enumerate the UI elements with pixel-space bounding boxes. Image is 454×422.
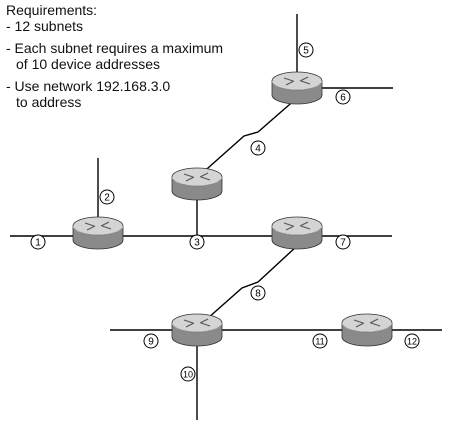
svg-text:1: 1 (35, 238, 41, 249)
link-subnet-4-serial (198, 97, 298, 177)
svg-text:3: 3 (194, 238, 200, 249)
svg-text:4: 4 (255, 144, 261, 155)
requirement-max-addresses: - Each subnet requires a maximum (6, 40, 224, 56)
router-right (271, 216, 323, 250)
link-subnet-8-serial (198, 245, 298, 327)
svg-text:2: 2 (104, 193, 110, 204)
svg-text:12: 12 (407, 337, 417, 347)
router-top (271, 71, 323, 105)
subnet-label-10: 10 (180, 366, 196, 382)
router-bottom-right (341, 313, 393, 347)
svg-text:9: 9 (148, 337, 154, 348)
subnet-labels: 1 2 3 4 5 6 7 (30, 42, 420, 382)
requirement-network: - Use network 192.168.3.0 (6, 78, 171, 94)
subnet-label-4: 4 (250, 140, 266, 156)
subnet-label-3: 3 (189, 234, 205, 250)
network-links (10, 14, 442, 420)
subnet-label-7: 7 (335, 234, 351, 250)
subnet-label-9: 9 (143, 333, 159, 349)
requirements-panel: Requirements: - 12 subnets - Each subnet… (6, 2, 223, 110)
requirement-max-addresses-cont: of 10 device addresses (16, 56, 160, 72)
subnet-label-5: 5 (298, 42, 314, 58)
requirements-heading: Requirements: (6, 2, 98, 18)
router-middle (171, 167, 223, 201)
svg-text:7: 7 (340, 238, 346, 249)
router-bottom-left (171, 313, 223, 347)
subnet-label-6: 6 (335, 89, 351, 105)
subnet-label-2: 2 (99, 189, 115, 205)
svg-text:11: 11 (315, 337, 324, 347)
requirement-subnets: - 12 subnets (6, 18, 84, 34)
svg-text:6: 6 (340, 93, 346, 104)
subnet-label-11: 11 (312, 333, 328, 349)
subnet-label-8: 8 (250, 285, 266, 301)
requirement-network-cont: to address (16, 94, 82, 110)
svg-text:5: 5 (303, 46, 309, 57)
svg-text:10: 10 (183, 370, 193, 380)
router-left (72, 216, 124, 250)
subnet-label-12: 12 (404, 333, 420, 349)
subnet-label-1: 1 (30, 234, 46, 250)
svg-text:8: 8 (255, 289, 261, 300)
